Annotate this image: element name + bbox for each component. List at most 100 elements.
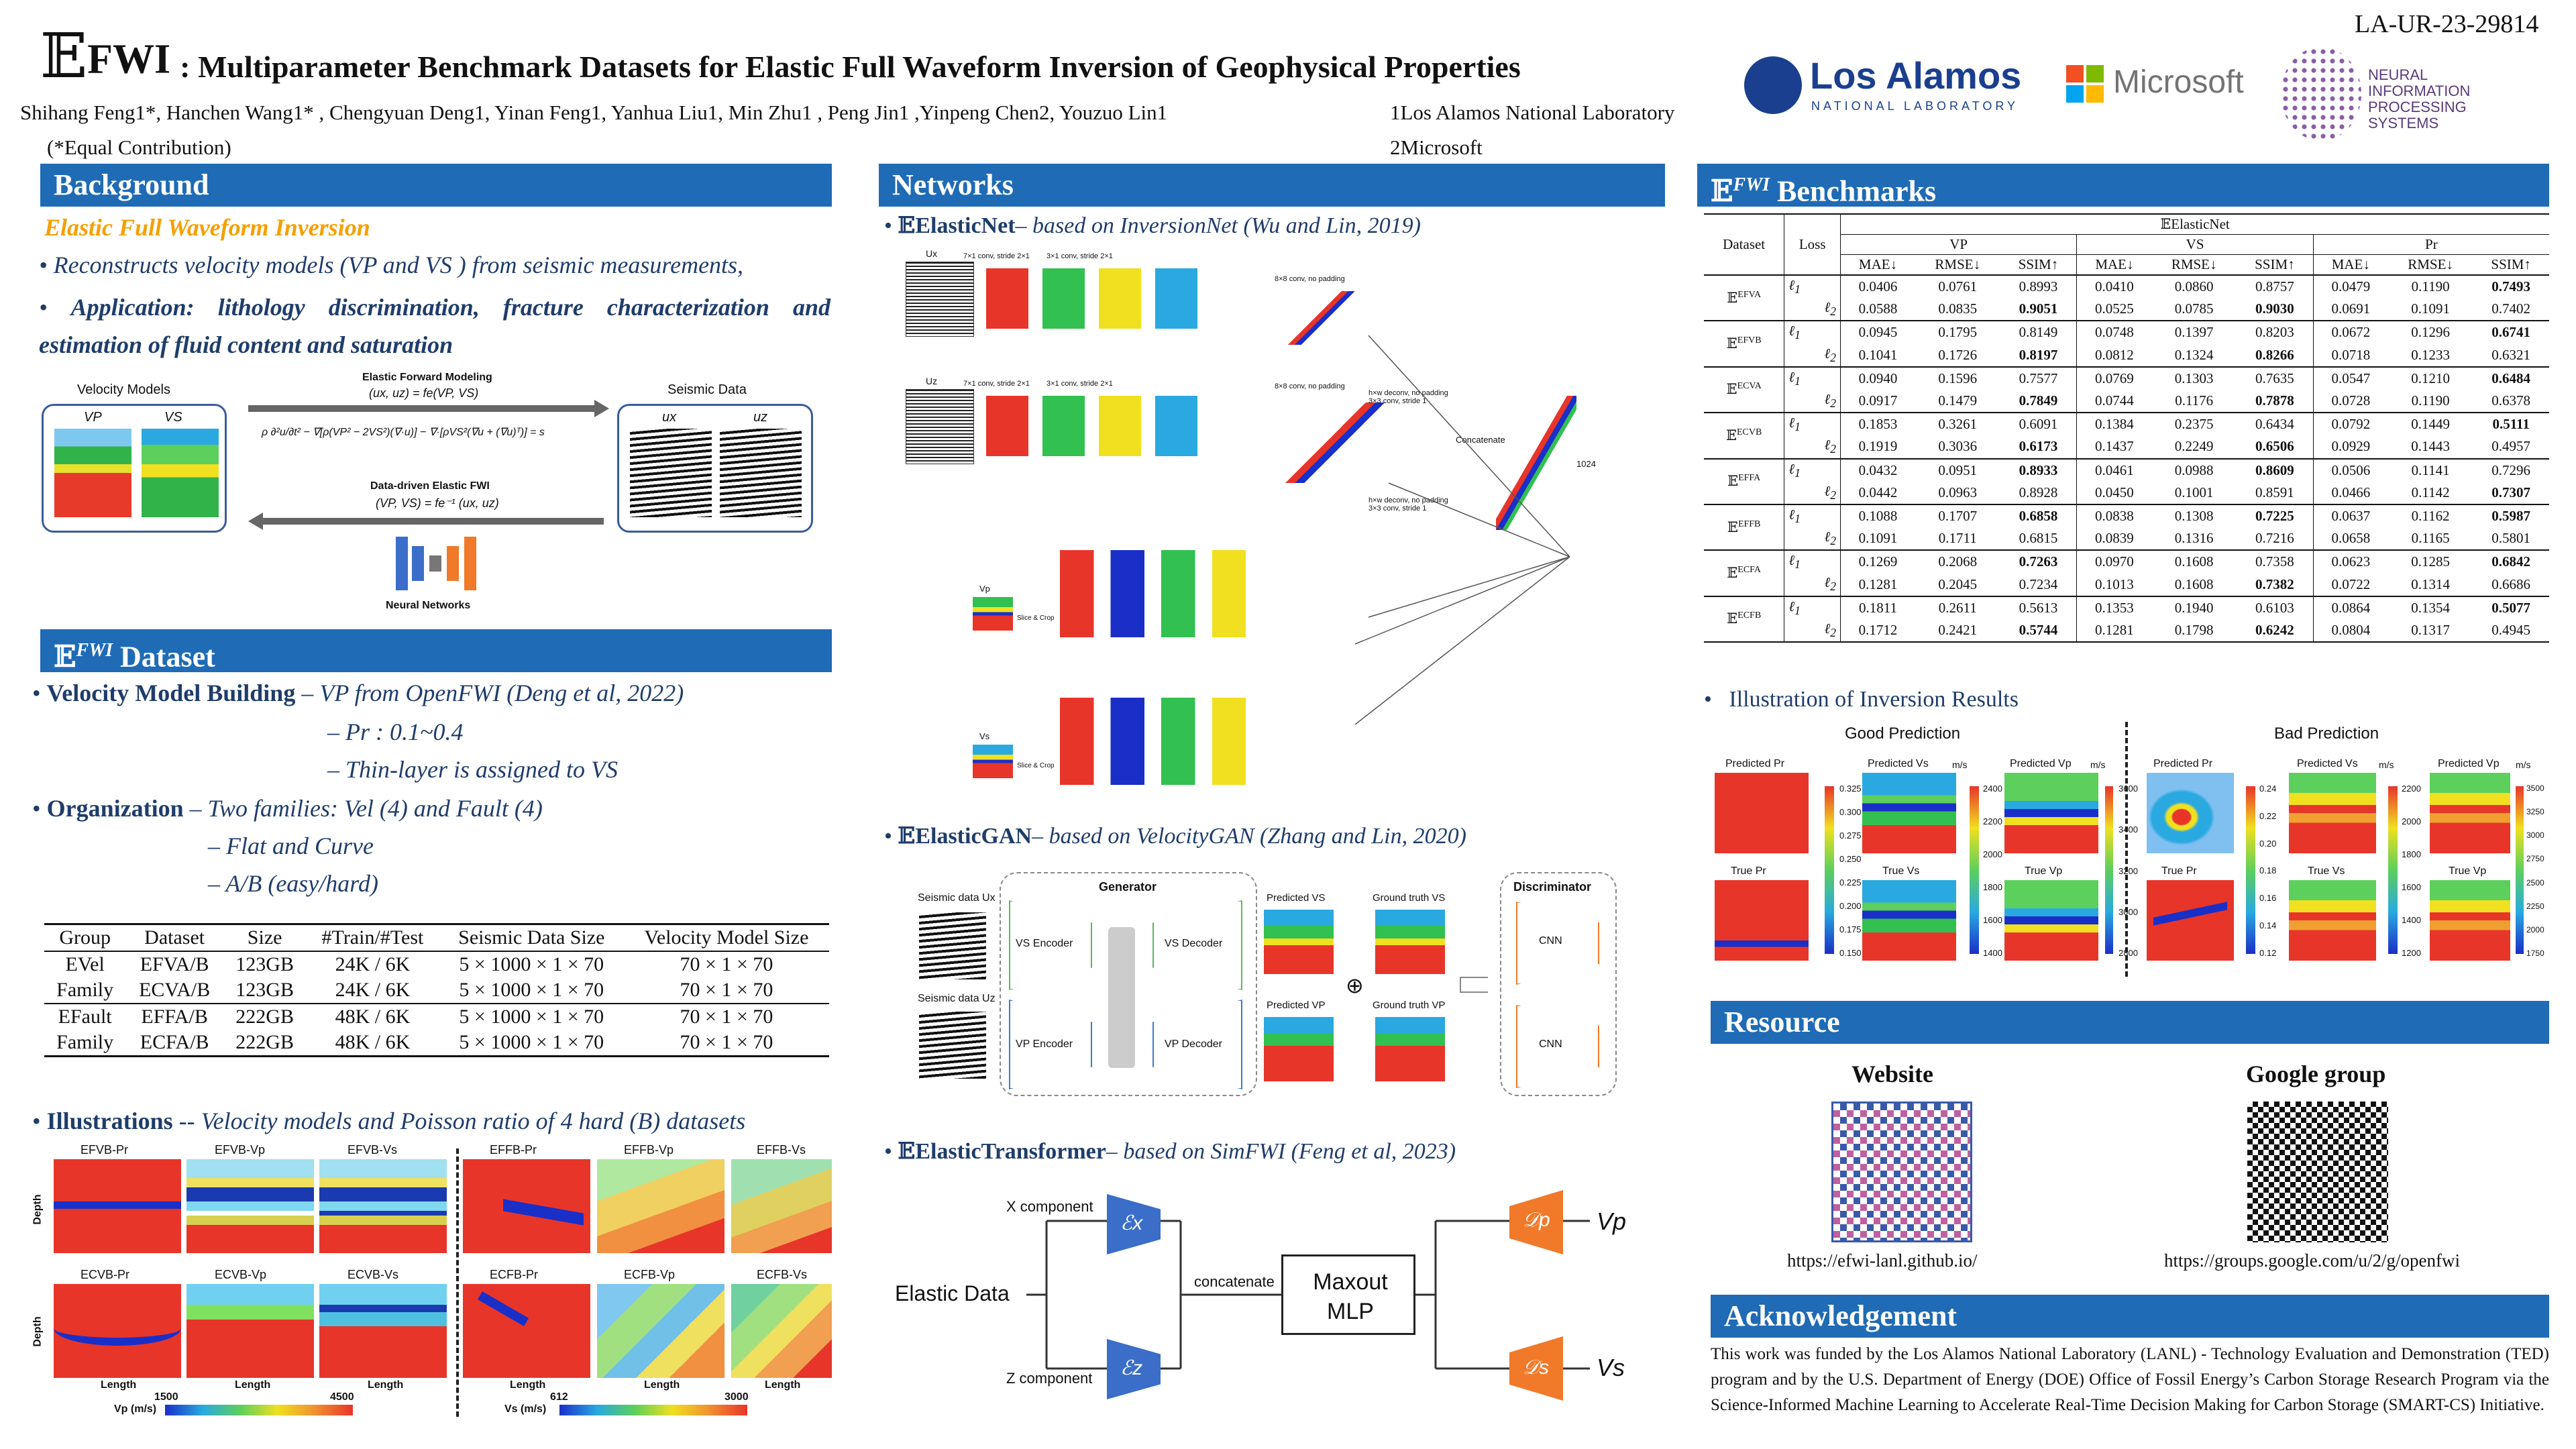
bench-value-cell: 0.0722 [2331, 576, 2371, 592]
vp-decoder-maps [1060, 550, 1342, 637]
bench-value-cell: 0.1165 [2411, 530, 2450, 547]
colorbar-tick: 0.22 [2259, 810, 2277, 821]
bench-value-cell: 0.0672 [2313, 320, 2388, 344]
bench-value-cell: 0.8149 [2000, 320, 2078, 344]
bench-value-cell: 0.0718 [2331, 346, 2371, 363]
bench-value-cell: 0.1308 [2151, 503, 2237, 528]
uz-seismic-thumb [720, 429, 802, 517]
bench-loss-cell: ℓ2 [1784, 527, 1841, 551]
bench-dataset-cell: 𝔼EFFA [1704, 458, 1785, 504]
inv-arrow [262, 518, 604, 525]
good-pred-pr [1715, 773, 1809, 853]
bench-value-cell: 0.1353 [2076, 595, 2152, 619]
panel-ecvb-vs [319, 1284, 447, 1378]
bench-value-cell: 0.1210 [2387, 366, 2473, 390]
bench-value-cell: 0.0792 [2313, 412, 2388, 436]
bad-pred-pr [2147, 773, 2234, 853]
depth-label-bottom: Depth [32, 1316, 44, 1347]
bench-value-cell: 0.6741 [2473, 320, 2549, 344]
bench-value-cell: 0.1296 [2387, 320, 2473, 344]
gan-pred-vp [1264, 1017, 1334, 1081]
bad-pred-vs [2289, 773, 2376, 853]
title-block: 𝔼FWI : Multiparameter Benchmark Datasets… [40, 20, 1731, 92]
bench-value-cell: 0.0450 [2095, 484, 2134, 500]
bench-value-cell: 0.1354 [2387, 595, 2473, 619]
bench-value-cell: 0.1303 [2151, 366, 2237, 390]
bench-value-cell: 0.0728 [2331, 392, 2371, 409]
fwd-eq: (ux, uz) = fe(VP, VS) [369, 386, 479, 400]
equal-contrib: (*Equal Contribution) [47, 136, 231, 159]
panel-effb-vp [597, 1159, 724, 1253]
colorbar-tick: 0.150 [1839, 948, 1862, 958]
panel-efvb-vp [186, 1159, 314, 1253]
bench-value-cell: 0.1795 [1915, 320, 2000, 344]
website-qr[interactable] [1831, 1102, 1972, 1242]
colorbar-tick: 0.225 [1839, 877, 1862, 888]
colorbar-tick: 2200 [2402, 784, 2421, 794]
th-size: Size [247, 926, 282, 949]
vp-output-thumb [973, 597, 1013, 631]
good-pred-vs [1862, 773, 1956, 853]
bench-value-cell: 0.1940 [2151, 595, 2237, 619]
trans-input: Elastic Data [895, 1281, 1010, 1305]
dataset-bullet-2a: – Flat and Curve [208, 833, 374, 859]
elastictransformer-heading: • 𝔼ElasticTransformer– based on SimFWI (… [884, 1138, 1456, 1165]
seismic-data-box: ux uz [617, 404, 813, 533]
elasticnet-connectors [1354, 335, 1570, 725]
vs-bar-min: 612 [550, 1391, 568, 1403]
panel-ecvb-pr [54, 1284, 181, 1378]
google-group-qr[interactable] [2247, 1102, 2388, 1242]
gan-ux-input [919, 912, 986, 979]
google-group-url[interactable]: https://groups.google.com/u/2/g/openfwi [2164, 1250, 2460, 1271]
resource-header: Resource [1711, 1001, 2549, 1044]
bench-value-cell: 0.1711 [1938, 530, 1977, 547]
bench-value-cell: 0.0835 [1938, 301, 1978, 317]
vs-bar-label: Vs (m/s) [504, 1403, 547, 1415]
panel-ecfb-vp [597, 1284, 724, 1378]
bench-loss-cell: ℓ1 [1784, 366, 1841, 390]
gan-arrow [1460, 977, 1488, 993]
bench-loss-cell: ℓ2 [1784, 481, 1841, 504]
bench-value-cell: 0.0940 [1840, 366, 1916, 390]
colorbar-tick: 2000 [2526, 924, 2544, 934]
uz-input-stack [906, 389, 974, 464]
bench-value-cell: 0.2045 [1938, 576, 1978, 592]
th-split: #Train/#Test [321, 926, 424, 949]
bench-value-cell: 0.2421 [1938, 621, 1978, 638]
good-true-pr [1715, 880, 1809, 961]
bench-value-cell: 0.1269 [1840, 549, 1916, 574]
networks-header: Networks [879, 164, 1665, 207]
bench-loss-cell: ℓ2 [1784, 389, 1841, 413]
bench-loss-cell: ℓ1 [1784, 275, 1841, 299]
bad-prediction-title: Bad Prediction [2274, 724, 2379, 743]
bench-loss-cell: ℓ1 [1784, 320, 1841, 344]
bench-value-cell: 0.0442 [1858, 484, 1898, 500]
website-url[interactable]: https://efwi-lanl.github.io/ [1787, 1250, 1978, 1271]
bench-value-cell: 0.0588 [1858, 301, 1898, 317]
bench-value-cell: 0.0945 [1840, 320, 1916, 344]
bench-value-cell: 0.1726 [1938, 346, 1978, 363]
colorbar-tick: 0.16 [2259, 893, 2277, 904]
bench-dataset-cell: 𝔼EFVA [1704, 275, 1785, 321]
ux-seismic-thumb [630, 429, 712, 517]
microsoft-logo: Microsoft [2066, 64, 2261, 104]
fwd-arrow-head [594, 400, 609, 417]
background-subtitle: Elastic Full Waveform Inversion [44, 214, 370, 241]
bench-value-cell: 0.5744 [2000, 619, 2078, 642]
bench-value-cell: 0.9030 [2236, 298, 2314, 321]
elasticgan-diagram: Seismic data Ux Seismic data Uz Generato… [912, 868, 1623, 1103]
microsoft-logo-icon [2066, 65, 2104, 103]
good-true-vs [1862, 880, 1956, 961]
elastic-fwi-diagram: Velocity Models VP VS Elastic Forward Mo… [40, 369, 832, 617]
colorbar-tick: 0.14 [2259, 920, 2277, 931]
bench-value-cell: 0.1176 [2175, 392, 2214, 409]
